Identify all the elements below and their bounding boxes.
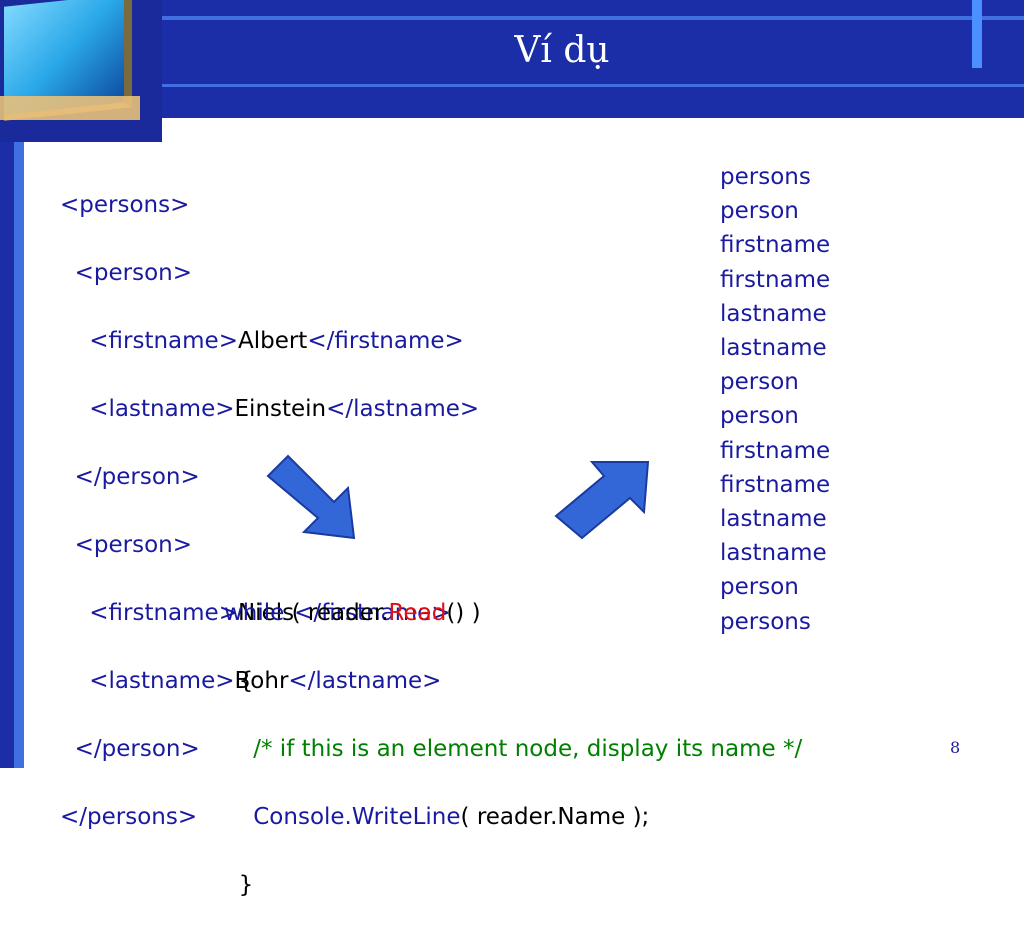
xml-tag: <lastname> bbox=[89, 396, 235, 422]
xml-tag: </person> bbox=[74, 736, 200, 762]
output-item: lastname bbox=[720, 540, 827, 567]
slide-title: Ví dụ bbox=[514, 30, 610, 71]
xml-line: <person> bbox=[60, 256, 479, 290]
page-number: 8 bbox=[950, 738, 961, 757]
close-brace: } bbox=[238, 872, 254, 898]
left-accent-bar bbox=[0, 142, 14, 768]
output-item: person bbox=[720, 403, 799, 430]
code-line: { bbox=[224, 664, 802, 698]
xml-tag: </persons> bbox=[60, 804, 198, 830]
code-comment: /* if this is an element node, display i… bbox=[253, 736, 803, 762]
xml-line: <lastname>Bohr</lastname> bbox=[60, 664, 479, 698]
arrow-down-right-icon bbox=[266, 454, 356, 540]
output-item: firstname bbox=[720, 232, 831, 259]
code-text: ( reader.Name ); bbox=[460, 804, 650, 830]
code-line: /* if this is an element node, display i… bbox=[224, 732, 802, 766]
output-item: persons bbox=[720, 608, 811, 635]
xml-value: Einstein bbox=[234, 396, 327, 422]
header-accent-bar bbox=[972, 0, 982, 68]
xml-tag: <person> bbox=[74, 260, 193, 286]
output-item: persons bbox=[720, 164, 811, 190]
xml-tag: </firstname> bbox=[307, 328, 464, 354]
arrow-up-right-icon bbox=[554, 461, 650, 540]
output-item: lastname bbox=[720, 335, 827, 362]
code-line: while ( reader.Read() ) bbox=[224, 596, 802, 630]
while-keyword: while bbox=[224, 600, 285, 626]
left-accent-bar-light bbox=[14, 142, 24, 768]
code-text: ( reader. bbox=[284, 600, 389, 626]
xml-value: Niels bbox=[237, 600, 295, 626]
monitor-illustration bbox=[0, 0, 162, 142]
csharp-code-block: while ( reader.Read() ) { /* if this is … bbox=[224, 562, 802, 936]
xml-line: <persons> bbox=[60, 188, 479, 222]
xml-tag: <persons> bbox=[60, 192, 190, 218]
xml-line: </person> bbox=[60, 460, 479, 494]
xml-tag: </person> bbox=[74, 464, 200, 490]
xml-tag: <firstname> bbox=[89, 328, 238, 354]
xml-line: <firstname>Niels</firstname> bbox=[60, 596, 479, 630]
xml-tag: <person> bbox=[74, 532, 193, 558]
code-line: } bbox=[224, 868, 802, 902]
output-item: person bbox=[720, 574, 799, 601]
output-item: lastname bbox=[720, 506, 827, 533]
code-text: () ) bbox=[446, 600, 481, 626]
open-brace: { bbox=[238, 668, 254, 694]
output-list: persons person firstname firstname lastn… bbox=[720, 160, 830, 639]
monitor-base bbox=[0, 96, 140, 120]
xml-line: <lastname>Einstein</lastname> bbox=[60, 392, 479, 426]
output-item: person bbox=[720, 198, 799, 225]
xml-tag: </lastname> bbox=[288, 668, 442, 694]
xml-line: </person> bbox=[60, 732, 479, 766]
output-item: lastname bbox=[720, 300, 827, 327]
xml-tag: </lastname> bbox=[326, 396, 480, 422]
header-stripe bbox=[162, 16, 1024, 20]
output-item: firstname bbox=[720, 437, 831, 464]
output-item: firstname bbox=[720, 471, 831, 498]
xml-tag: </firstname> bbox=[294, 600, 451, 626]
header-stripe bbox=[162, 84, 1024, 87]
xml-code-block: <persons> <person> <firstname>Albert</fi… bbox=[60, 154, 479, 868]
output-item: firstname bbox=[720, 266, 831, 293]
xml-line: <firstname>Albert</firstname> bbox=[60, 324, 479, 358]
xml-tag: <firstname> bbox=[89, 600, 238, 626]
console-class: Console. bbox=[253, 804, 352, 830]
xml-value: Albert bbox=[237, 328, 308, 354]
xml-tag: <lastname> bbox=[89, 668, 235, 694]
read-method: Read bbox=[388, 600, 447, 626]
code-line: Console.WriteLine( reader.Name ); bbox=[224, 800, 802, 834]
xml-line: <person> bbox=[60, 528, 479, 562]
writeline-method: WriteLine bbox=[351, 804, 461, 830]
output-item: person bbox=[720, 369, 799, 396]
xml-value: Bohr bbox=[234, 668, 289, 694]
